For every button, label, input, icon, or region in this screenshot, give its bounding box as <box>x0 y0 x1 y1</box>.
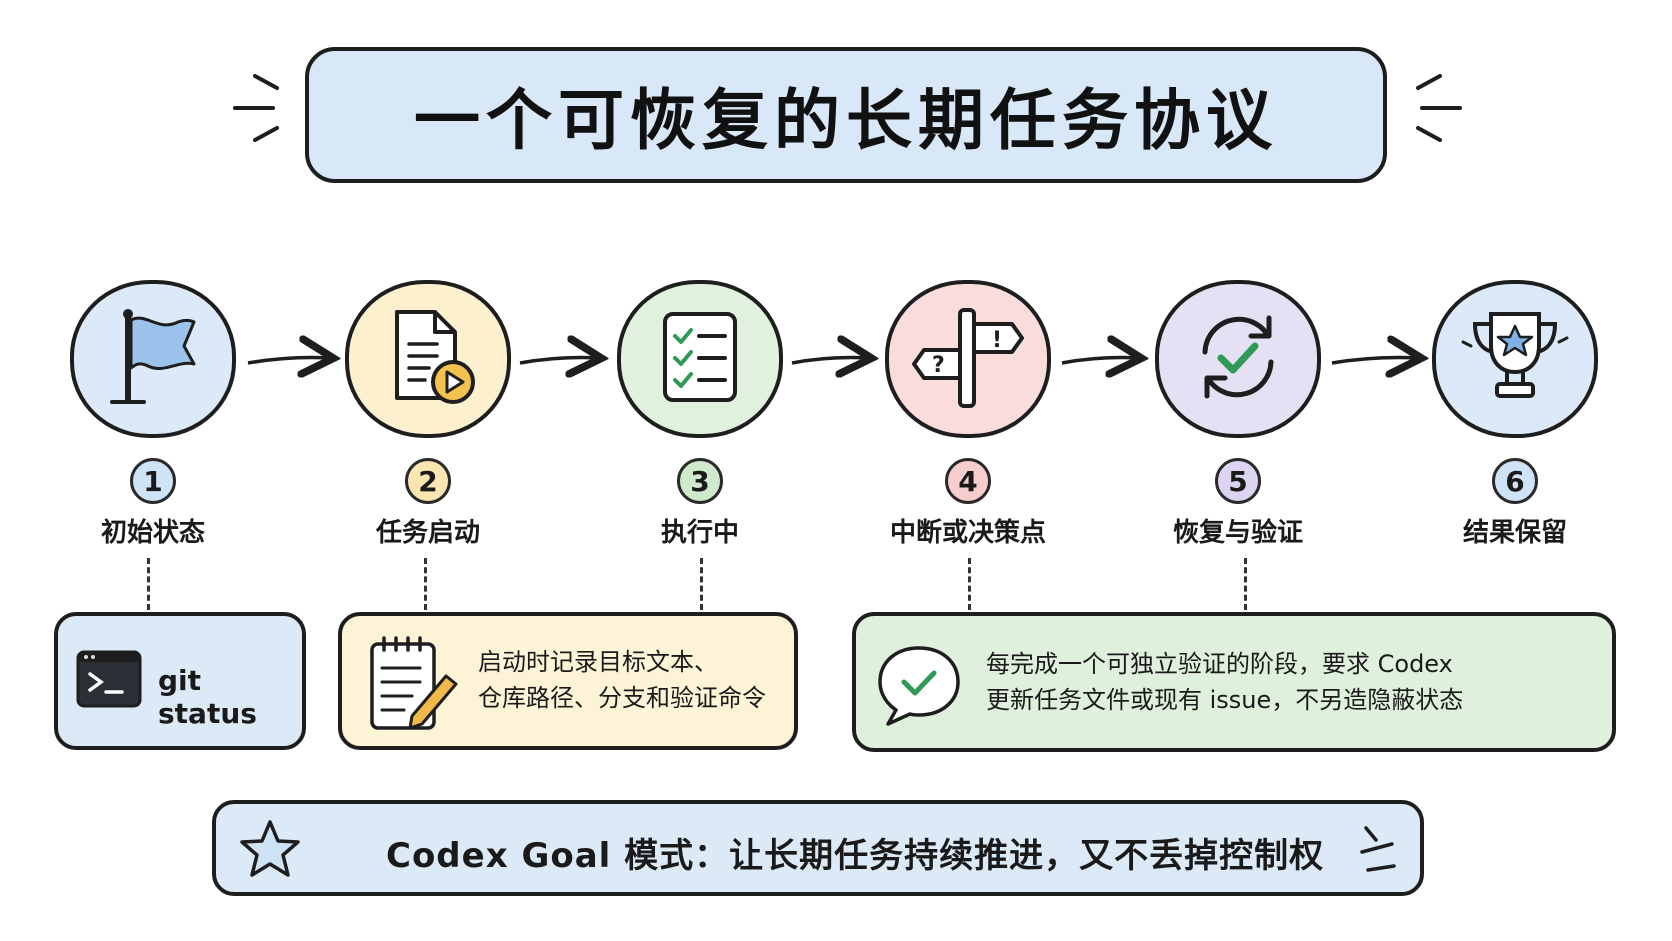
connector-3 <box>700 558 703 610</box>
footer-text: Codex Goal 模式：让长期任务持续推进，又不丢掉控制权 <box>386 836 1325 876</box>
step-3-label: 执行中 <box>660 518 739 548</box>
title-banner: 一个可恢复的长期任务协议 <box>305 47 1387 183</box>
chat-check-icon <box>878 646 960 726</box>
task-start-text: 启动时记录目标文本、 仓库路径、分支和验证命令 <box>478 644 766 716</box>
trophy-icon <box>1455 302 1575 416</box>
step-6-circle <box>1432 280 1598 438</box>
svg-text:!: ! <box>992 328 1002 353</box>
note-task-start: 启动时记录目标文本、 仓库路径、分支和验证命令 <box>338 612 798 750</box>
step-3-number: 3 <box>677 458 723 504</box>
flag-icon <box>98 302 208 416</box>
page-title: 一个可恢复的长期任务协议 <box>414 82 1278 159</box>
note-progress-update: 每完成一个可独立验证的阶段，要求 Codex 更新任务文件或现有 issue，不… <box>852 612 1616 752</box>
step-3-circle <box>617 280 783 438</box>
connector-4 <box>968 558 971 610</box>
arrow-2-3 <box>519 358 598 363</box>
star-icon <box>240 820 300 877</box>
step-1-number: 1 <box>130 458 176 504</box>
step-6-number: 6 <box>1492 458 1538 504</box>
checklist-icon <box>645 302 755 416</box>
arrow-1-2 <box>247 358 330 363</box>
notepad-pencil-icon <box>370 636 458 730</box>
progress-line-2: 更新任务文件或现有 issue，不另造隐蔽状态 <box>986 686 1464 714</box>
step-4-circle: !? <box>885 280 1051 438</box>
document-play-icon <box>373 302 483 416</box>
refresh-check-icon <box>1183 302 1293 416</box>
footer-sparks <box>1360 826 1396 872</box>
step-1-circle <box>70 280 236 438</box>
step-4-label: 中断或决策点 <box>889 518 1046 548</box>
progress-text: 每完成一个可独立验证的阶段，要求 Codex 更新任务文件或现有 issue，不… <box>986 646 1463 718</box>
step-2-label: 任务启动 <box>375 518 480 548</box>
task-start-line-2: 仓库路径、分支和验证命令 <box>478 684 766 712</box>
step-5-number: 5 <box>1215 458 1261 504</box>
title-sparks-left <box>233 74 279 142</box>
step-4-number: 4 <box>945 458 991 504</box>
terminal-icon <box>76 650 142 708</box>
connector-1 <box>147 558 150 610</box>
progress-line-1: 每完成一个可独立验证的阶段，要求 Codex <box>986 650 1453 678</box>
svg-text:?: ? <box>932 353 945 378</box>
note-git-status: git status <box>54 612 306 750</box>
step-2-circle <box>345 280 511 438</box>
signpost-icon: !? <box>908 302 1028 416</box>
git-status-text: git status <box>158 664 257 730</box>
step-6-label: 结果保留 <box>1462 518 1567 548</box>
title-sparks-right <box>1416 74 1462 142</box>
connector-5 <box>1244 558 1247 610</box>
step-1-label: 初始状态 <box>100 518 205 548</box>
step-5-label: 恢复与验证 <box>1172 518 1303 548</box>
footer-banner: Codex Goal 模式：让长期任务持续推进，又不丢掉控制权 <box>212 800 1424 896</box>
step-5-circle <box>1155 280 1321 438</box>
arrow-4-5 <box>1061 358 1138 363</box>
connector-2 <box>424 558 427 610</box>
task-start-line-1: 启动时记录目标文本、 <box>478 648 718 676</box>
arrow-3-4 <box>791 358 868 363</box>
step-2-number: 2 <box>405 458 451 504</box>
arrow-5-6 <box>1331 358 1418 363</box>
